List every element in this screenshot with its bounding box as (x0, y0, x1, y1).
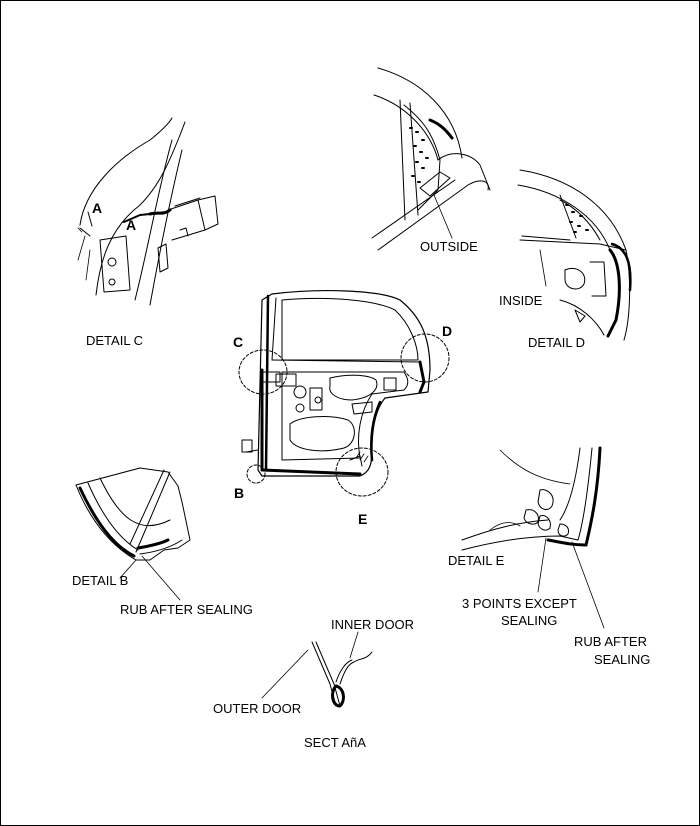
outside-label: OUTSIDE (420, 239, 478, 254)
detail-b-drawing (75, 467, 191, 601)
detail-letter-b: B (234, 485, 245, 501)
section-a-a-label: SECT AñA (304, 735, 366, 750)
outside-detail-drawing (371, 67, 491, 251)
detail-d-label: DETAIL D (528, 335, 586, 350)
detail-letter-c: C (233, 334, 244, 350)
detail-d-drawing (517, 169, 632, 341)
three-points-except-label-line2: SEALING (501, 613, 558, 628)
rub-after-sealing-b-label: RUB AFTER SEALING (120, 602, 253, 617)
inside-label: INSIDE (499, 293, 543, 308)
rear-door-drawing (238, 290, 450, 497)
rub-after-sealing-e-label-line2: SEALING (594, 652, 651, 667)
section-letter-a-1: A (92, 200, 103, 216)
rub-after-sealing-e-label-line1: RUB AFTER (574, 634, 647, 649)
detail-e-drawing (461, 446, 605, 629)
detail-letter-d: D (442, 323, 453, 339)
detail-c-drawing (77, 117, 219, 306)
section-a-a-drawing (261, 631, 373, 708)
outer-door-label: OUTER DOOR (213, 701, 302, 716)
leader-lines (77, 227, 83, 233)
detail-c-label: DETAIL C (86, 333, 144, 348)
inner-door-label: INNER DOOR (331, 617, 415, 632)
detail-b-label: DETAIL B (72, 573, 129, 588)
section-letter-a-2: A (126, 217, 137, 233)
detail-e-label: DETAIL E (448, 553, 505, 568)
detail-letter-e: E (358, 511, 368, 527)
three-points-except-label-line1: 3 POINTS EXCEPT (462, 596, 577, 611)
